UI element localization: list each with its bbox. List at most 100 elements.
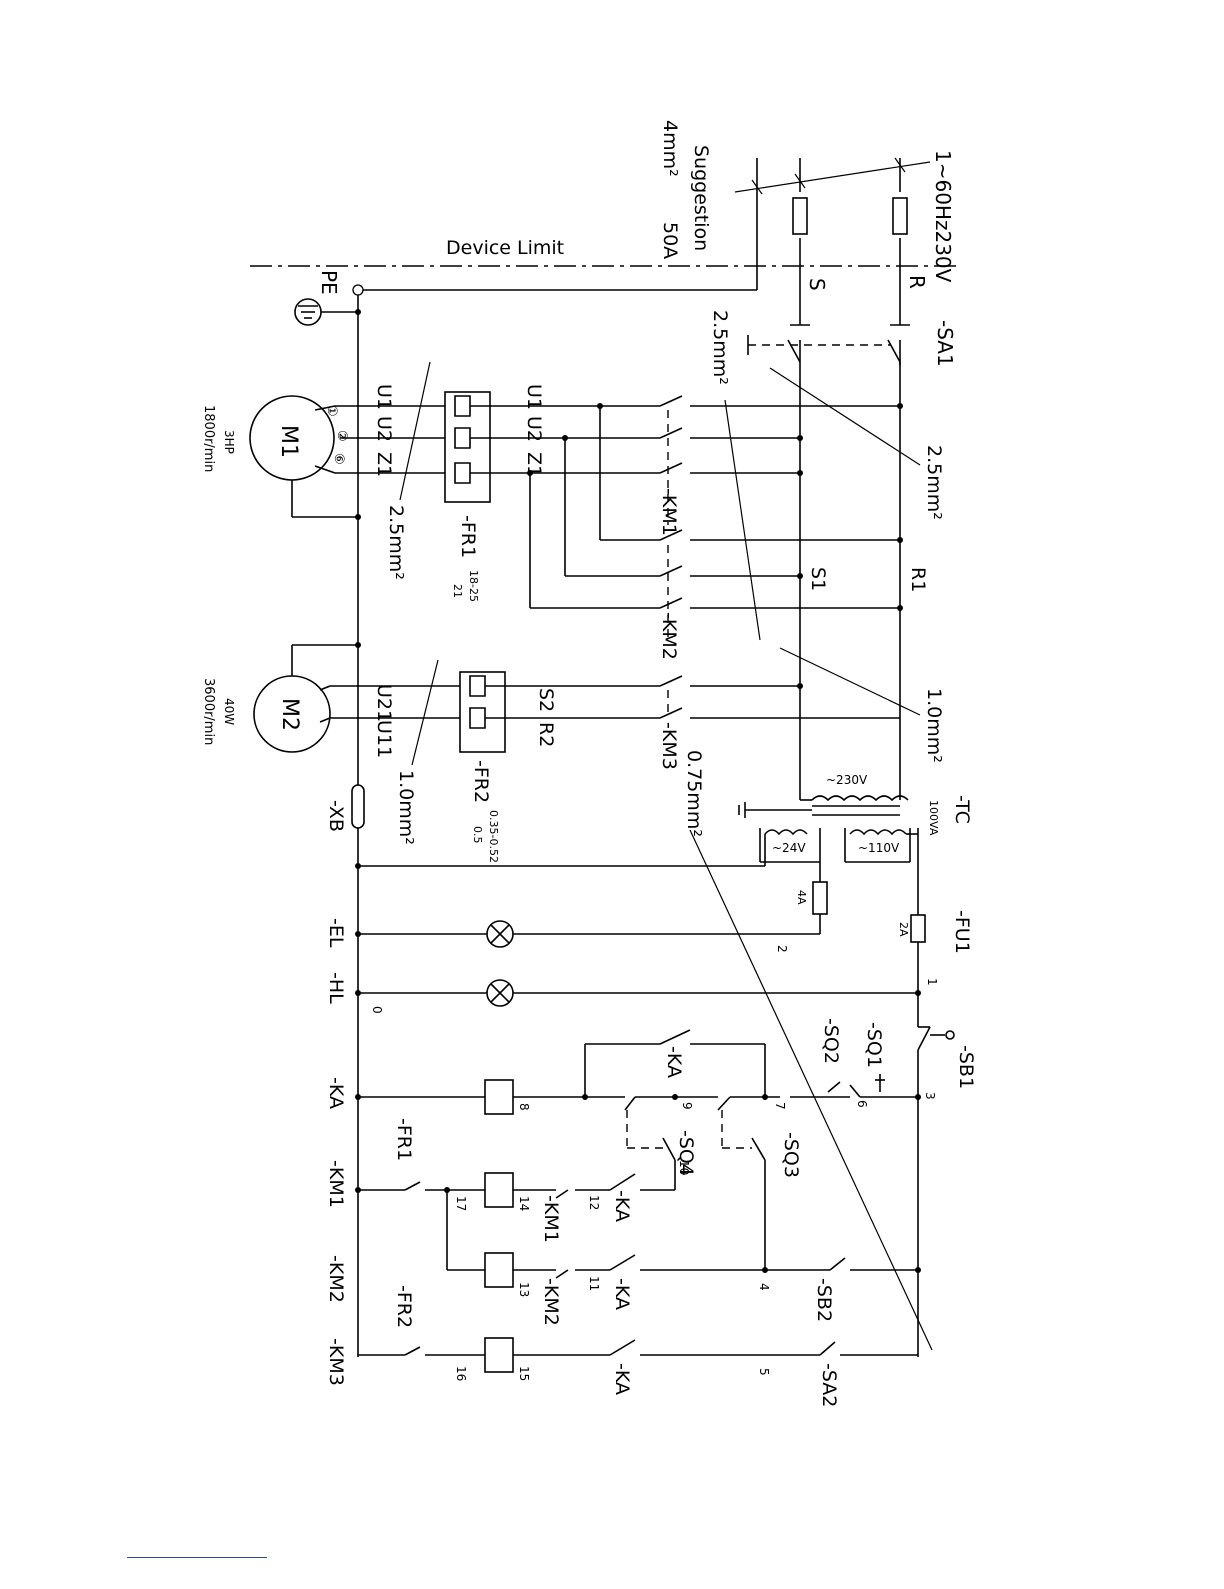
node-17: 17 [454, 1196, 468, 1211]
supply-spec-label: 1~60Hz230V [931, 150, 955, 283]
xb-label: -XB [325, 800, 347, 832]
ka-km1-label: -KA [611, 1190, 633, 1222]
node-14: 14 [517, 1196, 531, 1211]
s1-label: S1 [807, 567, 829, 591]
m2-speed: 3600r/min [201, 678, 216, 745]
wire-ticks [399, 361, 933, 1351]
node-5: 5 [757, 1368, 771, 1376]
suggestion-current: 50A [659, 222, 681, 259]
fr2-contact-label: -FR2 [393, 1285, 415, 1328]
pe-label: PE [317, 270, 341, 295]
tc-va: 100VA [927, 800, 940, 836]
wire-10-label-right: 1.0mm² [923, 688, 945, 763]
node-2: 2 [775, 945, 789, 953]
node-0: 0 [370, 1006, 384, 1014]
m1-z1-bottom: Z1 [373, 452, 395, 477]
fr2-range: 0.35-0.52 [487, 810, 500, 863]
m1-power: 3HP [222, 430, 236, 454]
m1-name: M1 [276, 425, 301, 458]
suggestion-title: Suggestion [690, 145, 712, 251]
m2-u21: U21 [373, 684, 395, 722]
sq3-label: -SQ3 [780, 1132, 802, 1178]
m1-pin-1: ① [324, 405, 339, 417]
motor-M1 [249, 395, 361, 520]
rung-KM2 [446, 1190, 921, 1288]
node-13: 13 [517, 1282, 531, 1297]
m1-pin-2: ② [334, 430, 349, 442]
sa2-label: -SA2 [818, 1363, 840, 1407]
m1-u2-bottom: U2 [373, 416, 395, 442]
device-limit-label: Device Limit [446, 237, 564, 259]
km2-aux-label: -KM2 [540, 1278, 562, 1326]
bottom-ka-label: -KA [325, 1077, 347, 1109]
ka-km2-label: -KA [611, 1278, 633, 1310]
m1-u2-top: U2 [523, 416, 545, 442]
rung-KA [355, 1029, 918, 1270]
r-label: R [905, 275, 929, 289]
fr1-label: -FR1 [457, 515, 479, 558]
el-label: -EL [325, 918, 347, 948]
ka-km3-label: -KA [611, 1363, 633, 1395]
rung-KM3 [358, 1337, 918, 1373]
main-switch-SA1 [747, 324, 910, 365]
node-6: 6 [855, 1100, 869, 1108]
bottom-km1-label: -KM1 [325, 1160, 347, 1208]
fu1-label: -FU1 [951, 910, 973, 954]
lamps [355, 920, 921, 1007]
v230-label: ~230V [826, 773, 868, 787]
m1-u1-bottom: U1 [373, 384, 395, 410]
rung-KM1 [355, 1172, 675, 1208]
m1-z1-top: Z1 [523, 452, 545, 477]
node-11: 11 [587, 1276, 601, 1291]
wire-25-label-right: 2.5mm² [923, 445, 945, 520]
m1-u1-top: U1 [523, 384, 545, 410]
supply-entry [250, 157, 960, 326]
v24-label: ~24V [772, 841, 806, 855]
thermal-relay-FR2 [330, 671, 506, 753]
footer-rule [127, 1557, 267, 1558]
stop-button-SB1 [915, 1026, 955, 1100]
rotated-labels: 1~60Hz230V -SA1 R S Suggestion 4mm² 50A … [201, 120, 977, 1407]
hl-label: -HL [325, 972, 347, 1004]
fuse-R [892, 197, 908, 235]
tc-label: -TC [951, 795, 973, 824]
s-label: S [805, 278, 829, 291]
fr1-setting: 21 [451, 584, 464, 598]
suggestion-area: 4mm² [659, 120, 681, 177]
fuse-FU1 [910, 914, 926, 943]
motor-M2 [253, 642, 361, 753]
contactor-power-section [490, 395, 903, 719]
bottom-km3-label: -KM3 [325, 1338, 347, 1386]
power-bus-lines [357, 158, 919, 1357]
wire-10-label-m2: 1.0mm² [395, 770, 417, 845]
fr1-contact-label: -FR1 [393, 1118, 415, 1161]
m2-name: M2 [277, 698, 302, 731]
fu1-rating: 2A [897, 922, 910, 937]
sq1-label: -SQ1 [863, 1022, 885, 1068]
node-12: 12 [587, 1195, 601, 1210]
node-8: 8 [517, 1103, 531, 1111]
node-9: 9 [680, 1102, 694, 1110]
fr2-setting: 0.5 [471, 826, 484, 844]
m1-speed: 1800r/min [201, 405, 216, 472]
r2-label: R2 [535, 722, 557, 747]
bottom-km2-label: -KM2 [325, 1255, 347, 1303]
node-10: 10 [677, 1160, 691, 1175]
thermal-relay-FR1 [335, 391, 491, 503]
wire-075-label: 0.75mm² [683, 750, 705, 837]
fuse-S [792, 197, 808, 235]
km1-label: -KM1 [658, 488, 680, 536]
r1-label: R1 [907, 567, 929, 592]
sb1-label: -SB1 [955, 1045, 977, 1089]
wire-25-label-m1: 2.5mm² [385, 505, 407, 580]
node-1: 1 [925, 978, 939, 986]
sa1-label: -SA1 [933, 320, 957, 367]
m1-pin-6: ⑥ [331, 453, 346, 465]
fr2-label: -FR2 [470, 760, 492, 803]
node-7: 7 [773, 1102, 787, 1110]
fr1-range: 18-25 [467, 570, 480, 602]
node-3: 3 [923, 1092, 937, 1100]
transformer-TC [355, 720, 918, 935]
